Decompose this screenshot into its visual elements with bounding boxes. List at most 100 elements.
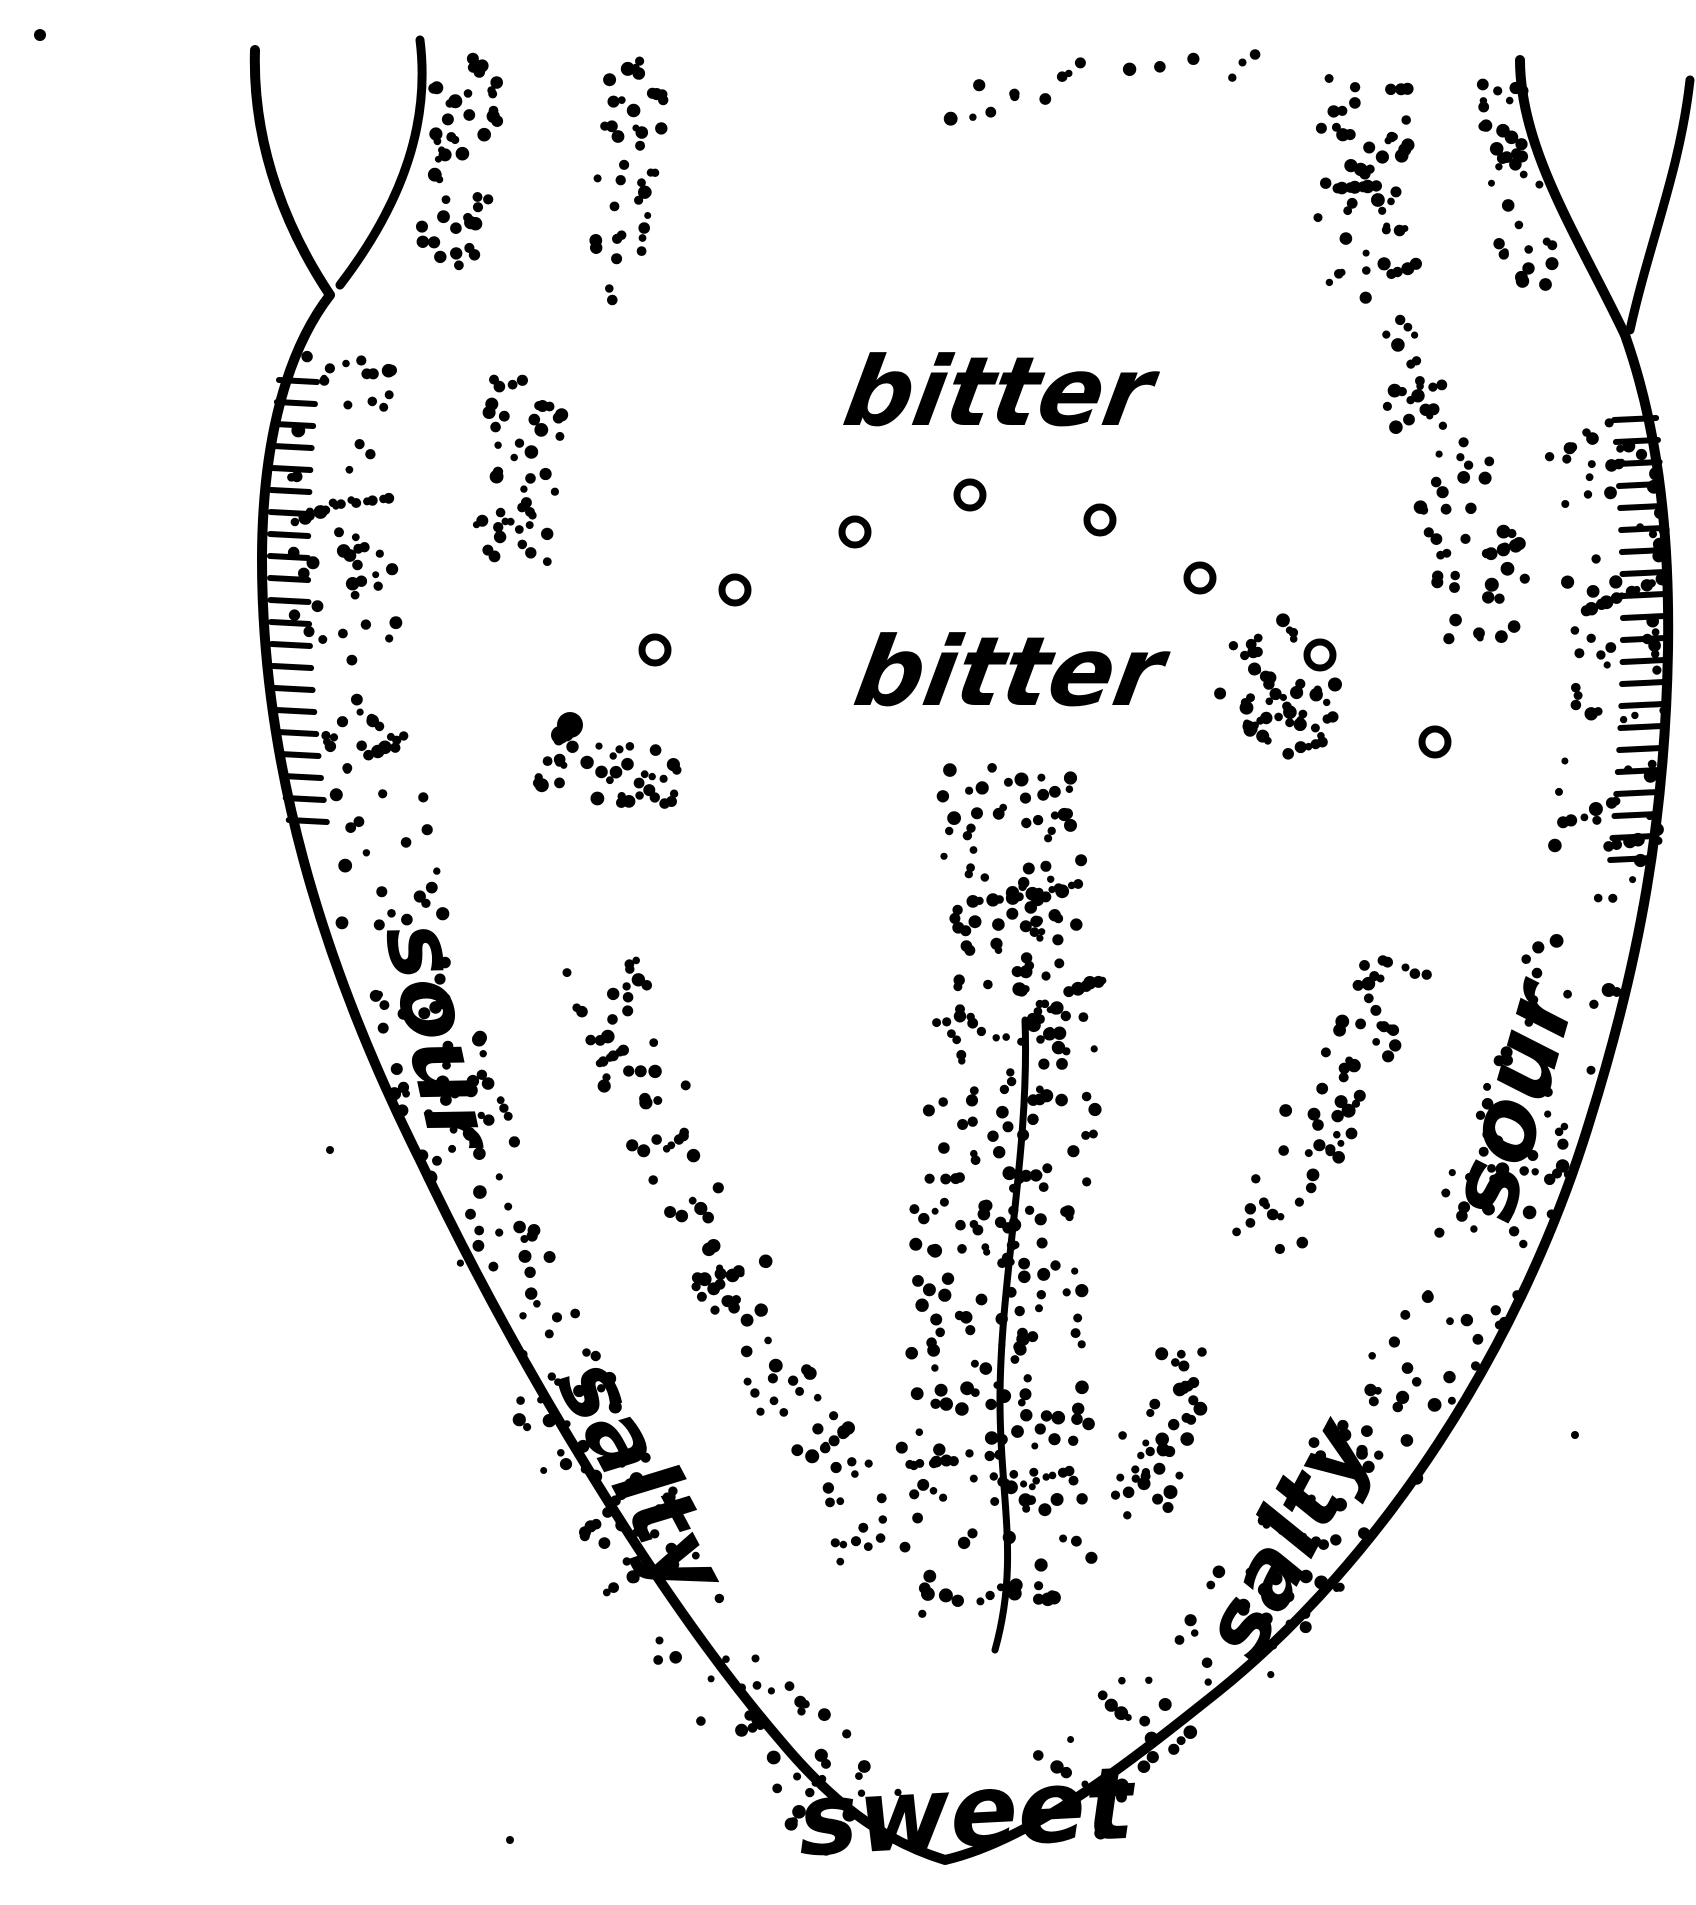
stipple-dot xyxy=(1620,716,1627,723)
stipple-dot xyxy=(510,454,518,462)
stipple-dot xyxy=(1403,414,1415,426)
stipple-dot xyxy=(1041,971,1050,980)
throat-line-right-outer xyxy=(1630,80,1690,330)
stipple-dot xyxy=(299,511,312,524)
stipple-dot xyxy=(785,1681,795,1691)
stipple-dot xyxy=(1006,886,1019,899)
stipple-dot xyxy=(493,467,503,477)
stipple-dot xyxy=(351,694,363,706)
stipple-dot xyxy=(1082,1418,1095,1431)
stipple-dot xyxy=(1007,1077,1016,1086)
stipple-dot xyxy=(909,1238,922,1251)
stipple-dot xyxy=(1611,1026,1619,1034)
stipple-dot xyxy=(955,1220,966,1231)
stipple-dot xyxy=(1314,213,1323,222)
stipple-dot xyxy=(515,439,524,448)
stipple-dot xyxy=(1410,258,1422,270)
stipple-dot xyxy=(1243,720,1255,732)
label-sweet: sweet xyxy=(795,1744,1139,1879)
stipple-dot xyxy=(851,1536,861,1546)
stipple-dot xyxy=(1649,530,1657,538)
stipple-dot xyxy=(896,1442,908,1454)
hatch-mark xyxy=(1619,748,1661,750)
stipple-dot xyxy=(1157,1443,1170,1456)
stipple-dot xyxy=(1006,1287,1017,1298)
stipple-dot xyxy=(325,363,335,373)
stipple-dot xyxy=(879,1515,888,1524)
stipple-dot xyxy=(1460,534,1470,544)
hatch-mark xyxy=(1623,616,1665,618)
stipple-dot xyxy=(967,1528,977,1538)
stipple-dot xyxy=(779,1408,788,1417)
stipple-dot xyxy=(768,1373,778,1383)
stipple-dot xyxy=(770,1396,779,1405)
stipple-dot xyxy=(877,1493,887,1503)
stipple-dot xyxy=(1550,934,1564,948)
stipple-dot xyxy=(970,1475,978,1483)
stipple-dot xyxy=(1477,79,1489,91)
stipple-dot xyxy=(1431,477,1442,488)
stipple-dot xyxy=(494,531,506,543)
stipple-dot xyxy=(1168,1419,1179,1430)
stipple-dot xyxy=(993,1034,1000,1041)
stipple-dot xyxy=(968,1018,976,1026)
stipple-dot xyxy=(992,918,1005,931)
stipple-dot xyxy=(1008,1219,1021,1232)
stipple-dot xyxy=(347,496,355,504)
stipple-dot xyxy=(1605,418,1614,427)
stray-dot xyxy=(551,726,569,744)
stipple-dot xyxy=(1321,1047,1331,1057)
stray-dot xyxy=(34,29,46,41)
stipple-dot xyxy=(428,83,439,94)
stipple-dot xyxy=(858,1523,868,1533)
stipple-dot xyxy=(607,1014,618,1025)
stipple-dot xyxy=(923,1570,936,1583)
stipple-dot xyxy=(952,1595,964,1607)
stipple-dot xyxy=(670,790,678,798)
stipple-dot xyxy=(805,1449,819,1463)
stipple-dot xyxy=(1089,1130,1098,1139)
stipple-dot xyxy=(759,1255,773,1269)
stipple-dot xyxy=(1285,718,1294,727)
stipple-dot xyxy=(560,1458,572,1470)
stipple-dot xyxy=(1037,1268,1050,1281)
stipple-dot xyxy=(1311,739,1321,749)
stipple-dot xyxy=(931,1456,943,1468)
stipple-dot xyxy=(970,846,978,854)
stipple-dot xyxy=(622,1005,633,1016)
stipple-dot xyxy=(357,709,364,716)
stipple-dot xyxy=(1036,1000,1044,1008)
stipple-dot xyxy=(330,788,343,801)
stipple-dot xyxy=(829,1411,838,1420)
stipple-dot xyxy=(927,1247,936,1256)
stipple-dot xyxy=(1031,1443,1038,1450)
stipple-dot xyxy=(489,106,499,116)
stipple-dot xyxy=(1197,1347,1207,1357)
stipple-dot xyxy=(1402,964,1410,972)
stipple-dot xyxy=(1333,1131,1341,1139)
stipple-dot xyxy=(1509,158,1522,171)
stipple-dot xyxy=(1260,712,1272,724)
stipple-dot xyxy=(482,545,493,556)
stipple-dot xyxy=(371,745,384,758)
stipple-dot xyxy=(927,1344,940,1357)
stipple-dot xyxy=(1065,70,1072,77)
stipple-dot xyxy=(647,88,658,99)
stipple-dot xyxy=(376,886,387,897)
stipple-dot xyxy=(836,1558,844,1566)
stipple-dot xyxy=(932,1018,941,1027)
stipple-dot xyxy=(595,766,608,779)
stipple-dot xyxy=(625,959,635,969)
stipple-dot xyxy=(918,1610,926,1618)
stipple-dot xyxy=(950,913,958,921)
stipple-dot xyxy=(289,609,300,620)
stipple-dot xyxy=(930,1399,940,1409)
stipple-dot xyxy=(976,1597,984,1605)
stipple-dot xyxy=(1519,1240,1527,1248)
stipple-dot xyxy=(1362,266,1371,275)
stipple-dot xyxy=(1325,1144,1335,1154)
stipple-dot xyxy=(534,401,543,410)
stipple-dot xyxy=(1389,1336,1400,1347)
stipple-dot xyxy=(1003,1166,1017,1180)
stipple-dot xyxy=(1333,183,1343,193)
